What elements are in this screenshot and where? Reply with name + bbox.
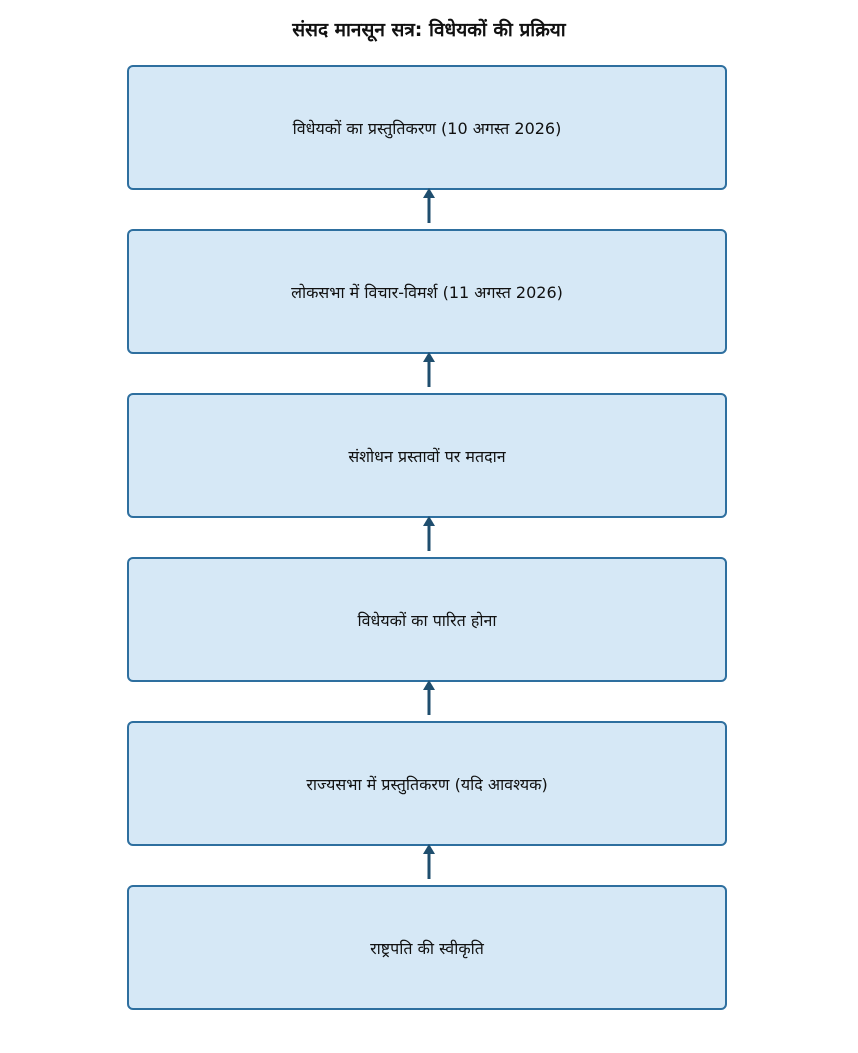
step-box-1: विधेयकों का प्रस्तुतिकरण (10 अगस्त 2026) <box>127 65 727 190</box>
arrow-up-icon <box>423 680 435 715</box>
step-box-5: राज्यसभा में प्रस्तुतिकरण (यदि आवश्यक) <box>127 721 727 846</box>
step-label-3: संशोधन प्रस्तावों पर मतदान <box>348 446 506 466</box>
arrow-up-icon <box>423 352 435 387</box>
diagram-title: संसद मानसून सत्र: विधेयकों की प्रक्रिया <box>292 19 566 41</box>
step-label-6: राष्ट्रपति की स्वीकृति <box>370 938 484 958</box>
step-box-3: संशोधन प्रस्तावों पर मतदान <box>127 393 727 518</box>
step-box-6: राष्ट्रपति की स्वीकृति <box>127 885 727 1010</box>
step-label-1: विधेयकों का प्रस्तुतिकरण (10 अगस्त 2026) <box>292 118 562 138</box>
step-label-2: लोकसभा में विचार-विमर्श (11 अगस्त 2026) <box>291 282 563 302</box>
step-label-5: राज्यसभा में प्रस्तुतिकरण (यदि आवश्यक) <box>306 774 548 794</box>
arrow-up-icon <box>423 844 435 879</box>
step-label-4: विधेयकों का पारित होना <box>357 610 497 630</box>
step-box-2: लोकसभा में विचार-विमर्श (11 अगस्त 2026) <box>127 229 727 354</box>
step-box-4: विधेयकों का पारित होना <box>127 557 727 682</box>
arrow-up-icon <box>423 516 435 551</box>
arrow-up-icon <box>423 188 435 223</box>
